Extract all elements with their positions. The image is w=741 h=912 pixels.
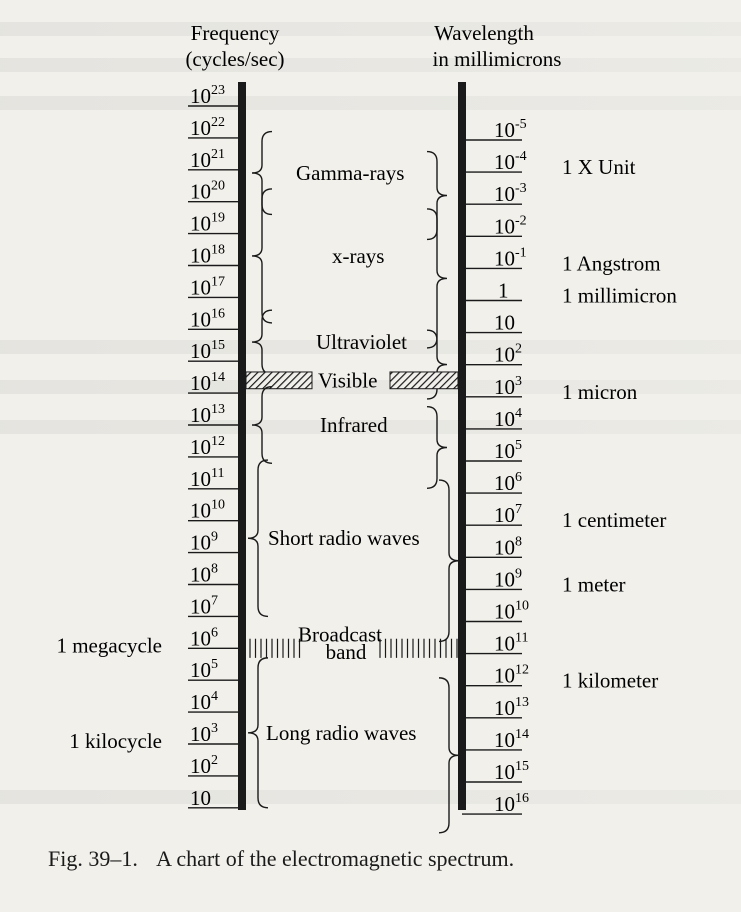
region-brace — [247, 657, 269, 809]
wavelength-unit-label: 1 kilometer — [562, 669, 658, 693]
wavelength-tick-label: 1013 — [494, 695, 529, 720]
wavelength-tick-label: 10-3 — [494, 181, 527, 206]
region-label: Gamma-rays — [296, 161, 404, 185]
region-label: Long radio waves — [266, 721, 416, 745]
region-brace — [251, 309, 273, 375]
region-brace — [426, 208, 448, 349]
region-brace — [438, 677, 460, 834]
frequency-tick-label: 1022 — [190, 115, 225, 140]
wavelength-axis-title: Wavelength — [434, 21, 534, 45]
frequency-tick-label: 102 — [190, 753, 218, 778]
wavelength-unit-label: 1 millimicron — [562, 284, 677, 308]
visible-band-hatching — [245, 371, 313, 390]
frequency-tick-label: 1019 — [190, 211, 225, 236]
wavelength-tick-label: 10-2 — [494, 213, 527, 238]
wavelength-unit-label: 1 meter — [562, 572, 626, 596]
wavelength-tick-label: 1015 — [494, 759, 529, 784]
wavelength-tick-label: 1011 — [494, 631, 528, 656]
frequency-tick-label: 107 — [190, 593, 218, 618]
figure-number: Fig. 39–1. — [48, 846, 138, 871]
show-through-line — [0, 22, 741, 36]
wavelength-tick-label: 102 — [494, 342, 522, 367]
frequency-axis-subtitle: (cycles/sec) — [185, 47, 284, 71]
wavelength-tick-label: 1012 — [494, 663, 529, 688]
wavelength-axis-subtitle: in millimicrons — [433, 47, 562, 71]
frequency-tick-label: 1016 — [190, 306, 225, 331]
show-through-line — [0, 790, 741, 804]
frequency-axis-title: Frequency — [191, 21, 280, 45]
wavelength-tick-label: 1010 — [494, 599, 529, 624]
show-through-line — [0, 420, 741, 434]
wavelength-tick-label: 105 — [494, 438, 522, 463]
wavelength-tick-label: 10-1 — [494, 245, 527, 270]
frequency-tick-label: 1014 — [190, 370, 225, 395]
frequency-tick-label: 108 — [190, 562, 218, 587]
frequency-tick-label: 1023 — [190, 83, 225, 108]
wavelength-tick-label: 109 — [494, 566, 522, 591]
wavelength-tick-label: 1014 — [494, 727, 529, 752]
region-brace — [251, 188, 273, 324]
wavelength-tick-label: 103 — [494, 374, 522, 399]
show-through-line — [0, 380, 741, 394]
wavelength-tick-label: 106 — [494, 470, 522, 495]
region-brace — [426, 329, 448, 400]
frequency-tick-label: 1017 — [190, 274, 225, 299]
frequency-tick-label: 10 — [190, 786, 211, 810]
frequency-tick-label: 1015 — [190, 338, 225, 363]
wavelength-tick-label: 1016 — [494, 791, 529, 816]
show-through-line — [0, 58, 741, 72]
frequency-tick-label: 1013 — [190, 402, 225, 427]
frequency-tick-label: 1020 — [190, 179, 225, 204]
visible-band-hatching — [389, 371, 459, 390]
wavelength-tick-label: 10-5 — [494, 117, 527, 142]
region-label: Ultraviolet — [316, 330, 407, 354]
figure-caption: Fig. 39–1. A chart of the electromagneti… — [48, 846, 514, 872]
frequency-tick-label: 1011 — [190, 466, 224, 491]
frequency-tick-label: 104 — [190, 689, 218, 714]
region-brace — [247, 459, 269, 618]
region-brace — [438, 479, 460, 643]
region-label: Broadcast — [298, 623, 382, 647]
show-through-line — [0, 96, 741, 110]
wavelength-scale-bar — [458, 82, 466, 810]
region-label: x-rays — [332, 244, 384, 268]
frequency-side-label: 1 kilocycle — [69, 729, 162, 753]
frequency-tick-label: 105 — [190, 657, 218, 682]
wavelength-tick-label: 104 — [494, 406, 522, 431]
show-through-line — [0, 340, 741, 354]
region-label: Visible — [318, 368, 377, 392]
region-label: Infrared — [320, 413, 388, 437]
region-brace — [426, 406, 448, 489]
caption-text: A chart of the electromagnetic spectrum. — [156, 846, 515, 871]
frequency-tick-label: 1021 — [190, 147, 225, 172]
frequency-side-label: 1 megacycle — [56, 633, 162, 657]
wavelength-unit-label: 1 Angstrom — [562, 251, 661, 275]
frequency-tick-label: 1010 — [190, 498, 225, 523]
frequency-tick-label: 106 — [190, 625, 218, 650]
frequency-tick-label: 109 — [190, 530, 218, 555]
frequency-tick-label: 1012 — [190, 434, 225, 459]
wavelength-tick-label: 10 — [494, 311, 515, 335]
frequency-tick-label: 103 — [190, 721, 218, 746]
wavelength-unit-label: 1 micron — [562, 380, 638, 404]
region-label: band — [326, 640, 367, 664]
wavelength-tick-label: 108 — [494, 534, 522, 559]
frequency-tick-label: 1018 — [190, 243, 225, 268]
wavelength-tick-label: 107 — [494, 502, 522, 527]
wavelength-unit-label: 1 X Unit — [562, 155, 636, 179]
wavelength-tick-label: 10-4 — [494, 149, 527, 174]
region-brace — [251, 386, 273, 464]
region-label: Short radio waves — [268, 526, 420, 550]
wavelength-tick-label: 1 — [498, 279, 509, 303]
frequency-scale-bar — [238, 82, 246, 810]
wavelength-unit-label: 1 centimeter — [562, 508, 666, 532]
